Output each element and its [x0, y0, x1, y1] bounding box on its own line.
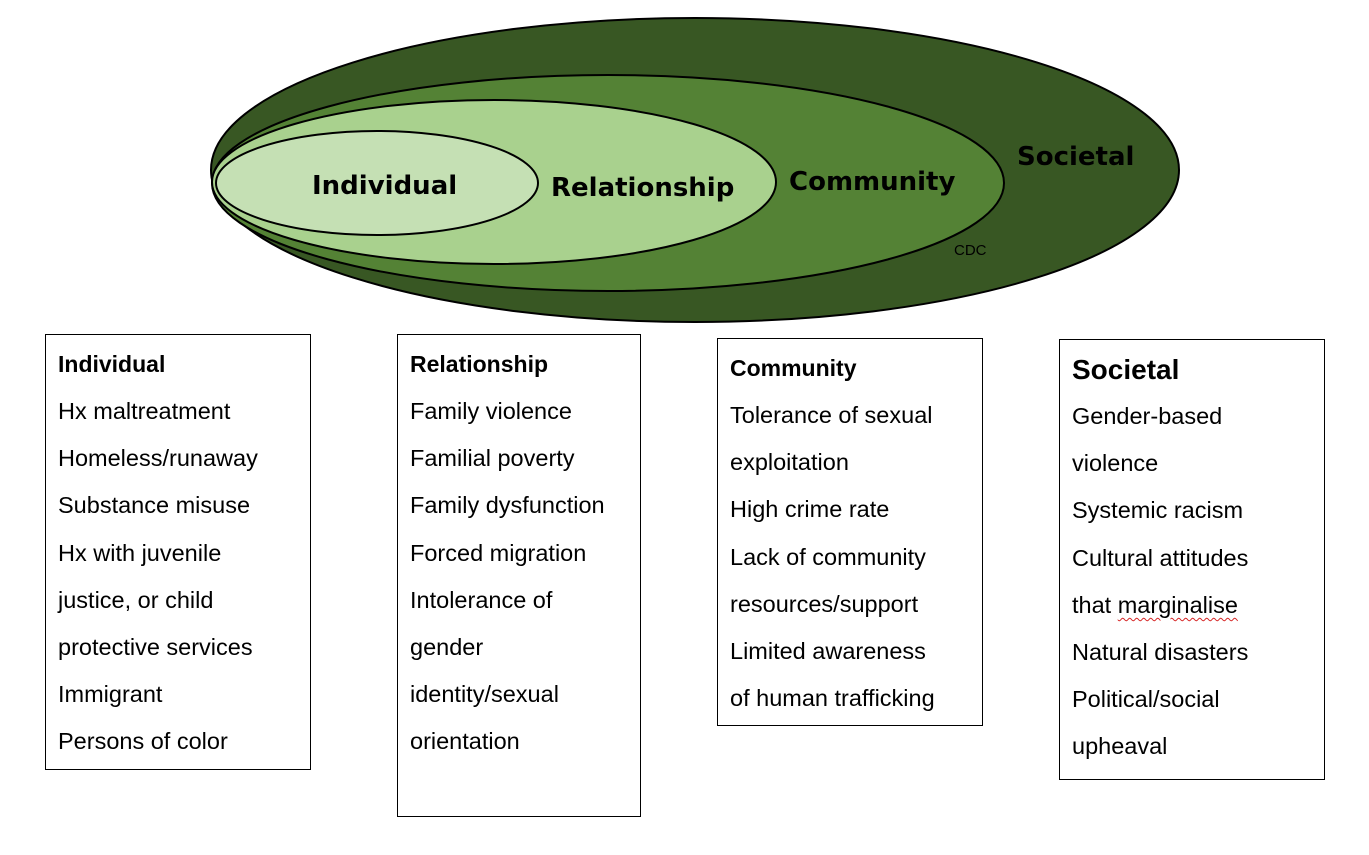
box-title: Community [730, 355, 857, 381]
risk-factor: protective services [58, 634, 253, 661]
box-title: Relationship [410, 351, 549, 377]
risk-factor: Hx with juvenile [58, 539, 222, 566]
risk-factor: Natural disasters [1072, 639, 1249, 666]
risk-factor: Familial poverty [410, 445, 575, 472]
box-community: Community Tolerance of sexual exploitati… [717, 338, 983, 726]
box-title: Individual [58, 351, 166, 377]
risk-factor: Persons of color [58, 728, 228, 755]
risk-factor: of human trafficking [730, 685, 935, 712]
risk-factor: Systemic racism [1072, 497, 1244, 524]
ring-label-individual: Individual [312, 171, 457, 201]
social-ecological-model-diagram: Individual Relationship Community Societ… [210, 17, 1180, 323]
box-title: Societal [1072, 354, 1180, 385]
risk-factor: resources/support [730, 590, 919, 617]
risk-factor: that marginalise [1072, 582, 1324, 629]
risk-factor: Limited awareness [730, 638, 926, 665]
risk-factor: High crime rate [730, 496, 890, 523]
risk-factor: exploitation [730, 449, 849, 476]
spellcheck-flagged-word[interactable]: marginalise [1117, 591, 1238, 618]
risk-factor: Family violence [410, 398, 572, 424]
risk-factor: Family dysfunction [410, 492, 605, 519]
line-prefix: that [1072, 591, 1118, 618]
box-relationship: Relationship Family violence Familial po… [397, 334, 641, 817]
risk-factor: Cultural attitudes [1072, 544, 1249, 571]
risk-factor: Political/social [1072, 686, 1220, 713]
ring-label-societal: Societal [1017, 142, 1134, 172]
risk-factor: Tolerance of sexual [730, 402, 933, 428]
risk-factor: gender [410, 634, 484, 661]
risk-factor: Intolerance of [410, 586, 553, 613]
risk-factor: violence [1072, 450, 1159, 477]
risk-factor: Substance misuse [58, 492, 251, 519]
risk-factor: Hx maltreatment [58, 398, 231, 424]
risk-factor: Homeless/runaway [58, 445, 258, 472]
ring-label-community: Community [789, 167, 955, 197]
source-credit: CDC [954, 242, 987, 259]
risk-factor: identity/sexual [410, 681, 559, 708]
risk-factor: Lack of community [730, 543, 926, 570]
risk-factor: justice, or child [58, 586, 214, 613]
ring-individual [215, 130, 539, 236]
box-societal: Societal Gender-based violence Systemic … [1059, 339, 1325, 780]
risk-factor: Immigrant [58, 681, 163, 708]
ring-label-relationship: Relationship [551, 173, 734, 203]
box-individual: Individual Hx maltreatment Homeless/runa… [45, 334, 311, 770]
risk-factor: orientation [410, 728, 520, 755]
risk-factor: Forced migration [410, 539, 587, 566]
risk-factor: upheaval [1072, 733, 1168, 760]
risk-factor: Gender-based [1072, 403, 1223, 429]
